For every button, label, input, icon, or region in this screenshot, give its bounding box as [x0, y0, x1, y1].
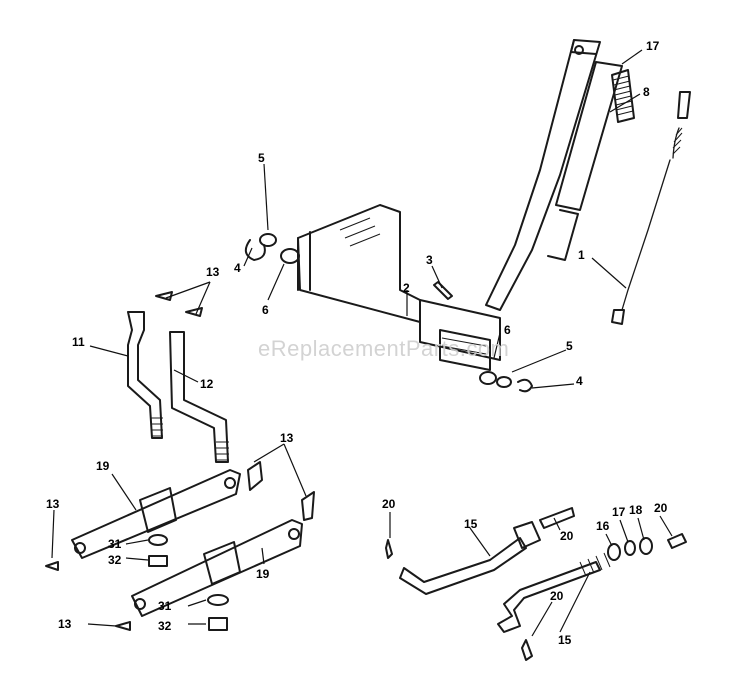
leader-lines: [51, 49, 673, 637]
clip-13d: [115, 621, 131, 631]
callout-3: 3: [426, 253, 433, 267]
callout-32-upper: 32: [108, 553, 122, 567]
callout-7: 17: [646, 39, 660, 53]
callout-4-left: 4: [234, 261, 241, 275]
callout-11: 11: [72, 335, 85, 349]
clip-13a: [155, 291, 173, 301]
clip-13c: [45, 561, 59, 571]
callout-18: 18: [629, 503, 643, 517]
callout-15-lower: 15: [558, 633, 572, 647]
clip-20c: [521, 639, 533, 661]
clip-13f: [301, 491, 315, 521]
callout-20-left: 20: [382, 497, 396, 511]
hair-clip-left: [244, 239, 266, 261]
callout-13-right: 13: [280, 431, 294, 445]
lift-link-left: [127, 311, 163, 439]
lift-arm-lower: [131, 519, 303, 617]
adjust-rod-lower: [497, 552, 611, 633]
callout-6-left: 6: [262, 303, 269, 317]
callout-1: 1: [578, 248, 585, 262]
adjust-rod-upper: [399, 507, 575, 595]
callout-2: 2: [403, 281, 410, 295]
callout-20-bottom: 20: [550, 589, 564, 603]
bushing-right: [479, 371, 497, 385]
callout-12: 12: [200, 377, 214, 391]
nut-washer-lower: [207, 594, 229, 631]
nut-washer-upper: [148, 534, 168, 567]
clip-13e: [247, 461, 263, 491]
callout-13-left: 13: [46, 497, 60, 511]
frame-bracket: [297, 204, 501, 371]
clip-20b: [385, 539, 393, 559]
callout-20-right: 20: [654, 501, 668, 515]
callout-15-upper: 15: [464, 517, 478, 531]
hair-clip-right: [517, 378, 533, 393]
callout-4-right: 4: [576, 374, 583, 388]
clip-20a: [667, 533, 687, 549]
washer-left: [259, 233, 277, 247]
nut-18: [639, 537, 653, 555]
lift-arm-upper: [71, 469, 241, 559]
callout-5-left: 5: [258, 151, 265, 165]
washer-right: [496, 376, 512, 388]
lift-link-right: [169, 331, 229, 463]
washer-17: [624, 540, 636, 556]
spring: [611, 69, 635, 123]
callout-17: 17: [612, 505, 626, 519]
callout-13-top: 13: [206, 265, 220, 279]
callout-20-mid: 20: [560, 529, 574, 543]
bushing-left: [280, 248, 300, 264]
lift-cable: [611, 91, 691, 325]
callout-31-lower: 31: [158, 599, 172, 613]
callout-13-bottom: 13: [58, 617, 72, 631]
collar-16: [607, 543, 621, 561]
callout-6-right: 6: [504, 323, 511, 337]
handle-grip: [555, 61, 623, 211]
watermark: eReplacementParts.com: [258, 336, 509, 361]
callout-8: 8: [643, 85, 650, 99]
callouts: 17 8 1 2 3 6 5 4 5 4 6 13 11 12 13 19 19…: [46, 39, 668, 647]
lift-handle: [485, 39, 601, 311]
callout-5-right: 5: [566, 339, 573, 353]
callout-16: 16: [596, 519, 610, 533]
cotter-pin: [433, 281, 453, 300]
clip-13b: [185, 307, 203, 317]
callout-32-lower: 32: [158, 619, 172, 633]
callout-19-lower: 19: [256, 567, 270, 581]
callout-31-upper: 31: [108, 537, 122, 551]
callout-19-upper: 19: [96, 459, 110, 473]
